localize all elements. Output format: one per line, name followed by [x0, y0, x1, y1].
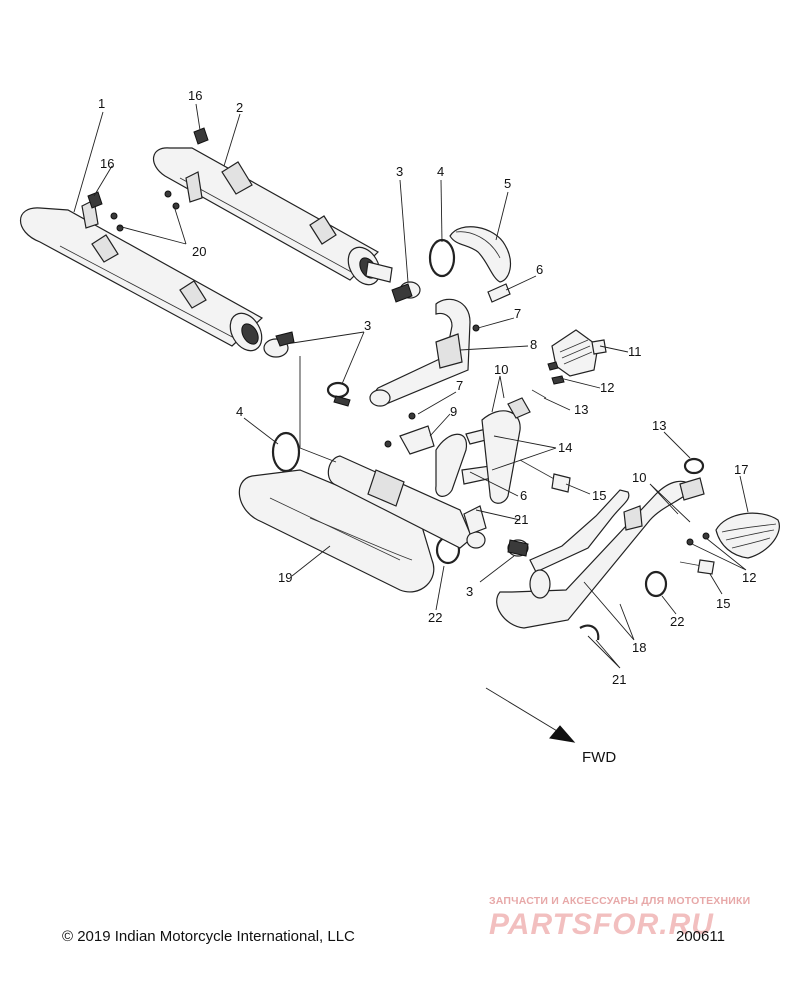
callout-9: 9: [450, 404, 457, 419]
forward-direction-arrow: [485, 687, 576, 743]
mid-shields-14: [435, 397, 531, 504]
hardware-16-20: [87, 127, 209, 232]
callout-22-right: 22: [670, 614, 684, 629]
callout-10-top: 10: [494, 362, 508, 377]
callout-20: 20: [192, 244, 206, 259]
callout-4-left: 4: [236, 404, 243, 419]
fwd-label: FWD: [582, 749, 616, 766]
muffler-upper: [153, 147, 393, 286]
crossover-pipe-8: [369, 298, 480, 407]
leader-lines: [73, 103, 749, 669]
callout-21-mid: 21: [514, 512, 528, 527]
callout-12-top: 12: [600, 380, 614, 395]
callout-1: 1: [98, 96, 105, 111]
callout-18: 18: [632, 640, 646, 655]
callout-22-left: 22: [428, 610, 442, 625]
callout-11: 11: [628, 344, 642, 359]
callout-labels: 1 16 2 16 20 3 4 5 6 7 3 8 11 10 7 12 13…: [98, 88, 756, 766]
o2-sensors-15: [519, 459, 715, 575]
callout-16-lower: 16: [100, 156, 114, 171]
rear-head-pipes-18: [496, 477, 705, 641]
callout-6-mid: 6: [520, 488, 527, 503]
callout-12-right: 12: [742, 570, 756, 585]
callout-4-top: 4: [437, 164, 444, 179]
callout-17: 17: [734, 462, 748, 477]
callout-13-top: 13: [574, 402, 588, 417]
callout-6-top: 6: [536, 262, 543, 277]
heat-shield-19: [238, 469, 435, 593]
callout-2: 2: [236, 100, 243, 115]
callout-13-right: 13: [652, 418, 666, 433]
callout-3-top: 3: [396, 164, 403, 179]
heat-shield-5: [449, 226, 512, 303]
heat-shield-17: [686, 512, 780, 559]
callout-3-bottom: 3: [466, 584, 473, 599]
copyright-text: © 2019 Indian Motorcycle International, …: [62, 928, 355, 945]
callout-3-mid: 3: [364, 318, 371, 333]
watermark-tagline: ЗАПЧАСТИ И АКСЕССУАРЫ ДЛЯ МОТОТЕХНИКИ: [489, 895, 751, 907]
callout-10-right: 10: [632, 470, 646, 485]
callout-5: 5: [504, 176, 511, 191]
watermark-logo: PARTSFOR.RU: [489, 908, 714, 941]
bracket-11: [531, 329, 607, 399]
callout-21-bottom: 21: [612, 672, 626, 687]
front-head-pipe: [327, 455, 487, 549]
callout-14: 14: [558, 440, 572, 455]
callout-15-right: 15: [716, 596, 730, 611]
callout-15-mid: 15: [592, 488, 606, 503]
clamps-3: [263, 281, 529, 557]
callout-8: 8: [530, 337, 537, 352]
callout-16-upper: 16: [188, 88, 202, 103]
callout-19: 19: [278, 570, 292, 585]
callout-7-mid: 7: [456, 378, 463, 393]
bracket-9: [384, 412, 435, 455]
drawing-number: 200611: [676, 928, 725, 945]
callout-7-top: 7: [514, 306, 521, 321]
muffler-lower: [20, 199, 264, 352]
